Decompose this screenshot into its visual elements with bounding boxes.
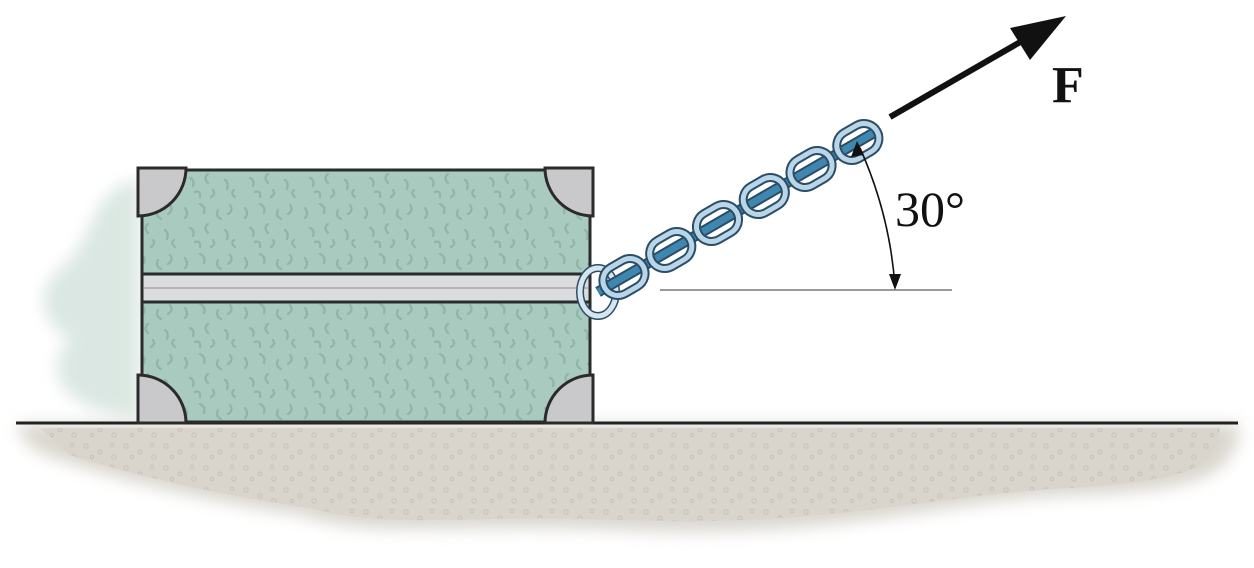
corner-plate-bottom-right (543, 373, 595, 425)
angle-arc (851, 141, 901, 290)
angle-arrowhead-bottom-icon (889, 274, 901, 290)
corner-plate-top-right (543, 166, 595, 218)
crate-band (140, 272, 592, 304)
angle-arrowhead-top-icon (851, 141, 864, 157)
crate (136, 166, 595, 425)
force-arrow (888, 16, 1066, 120)
ground (16, 421, 1240, 532)
crate-shadow (43, 180, 140, 420)
corner-plate-bottom-left (136, 373, 188, 425)
chain (576, 119, 884, 320)
angle-label: 30° (895, 181, 965, 237)
chain-links (598, 119, 884, 300)
force-label: F (1052, 57, 1084, 114)
corner-plate-top-left (136, 166, 188, 218)
